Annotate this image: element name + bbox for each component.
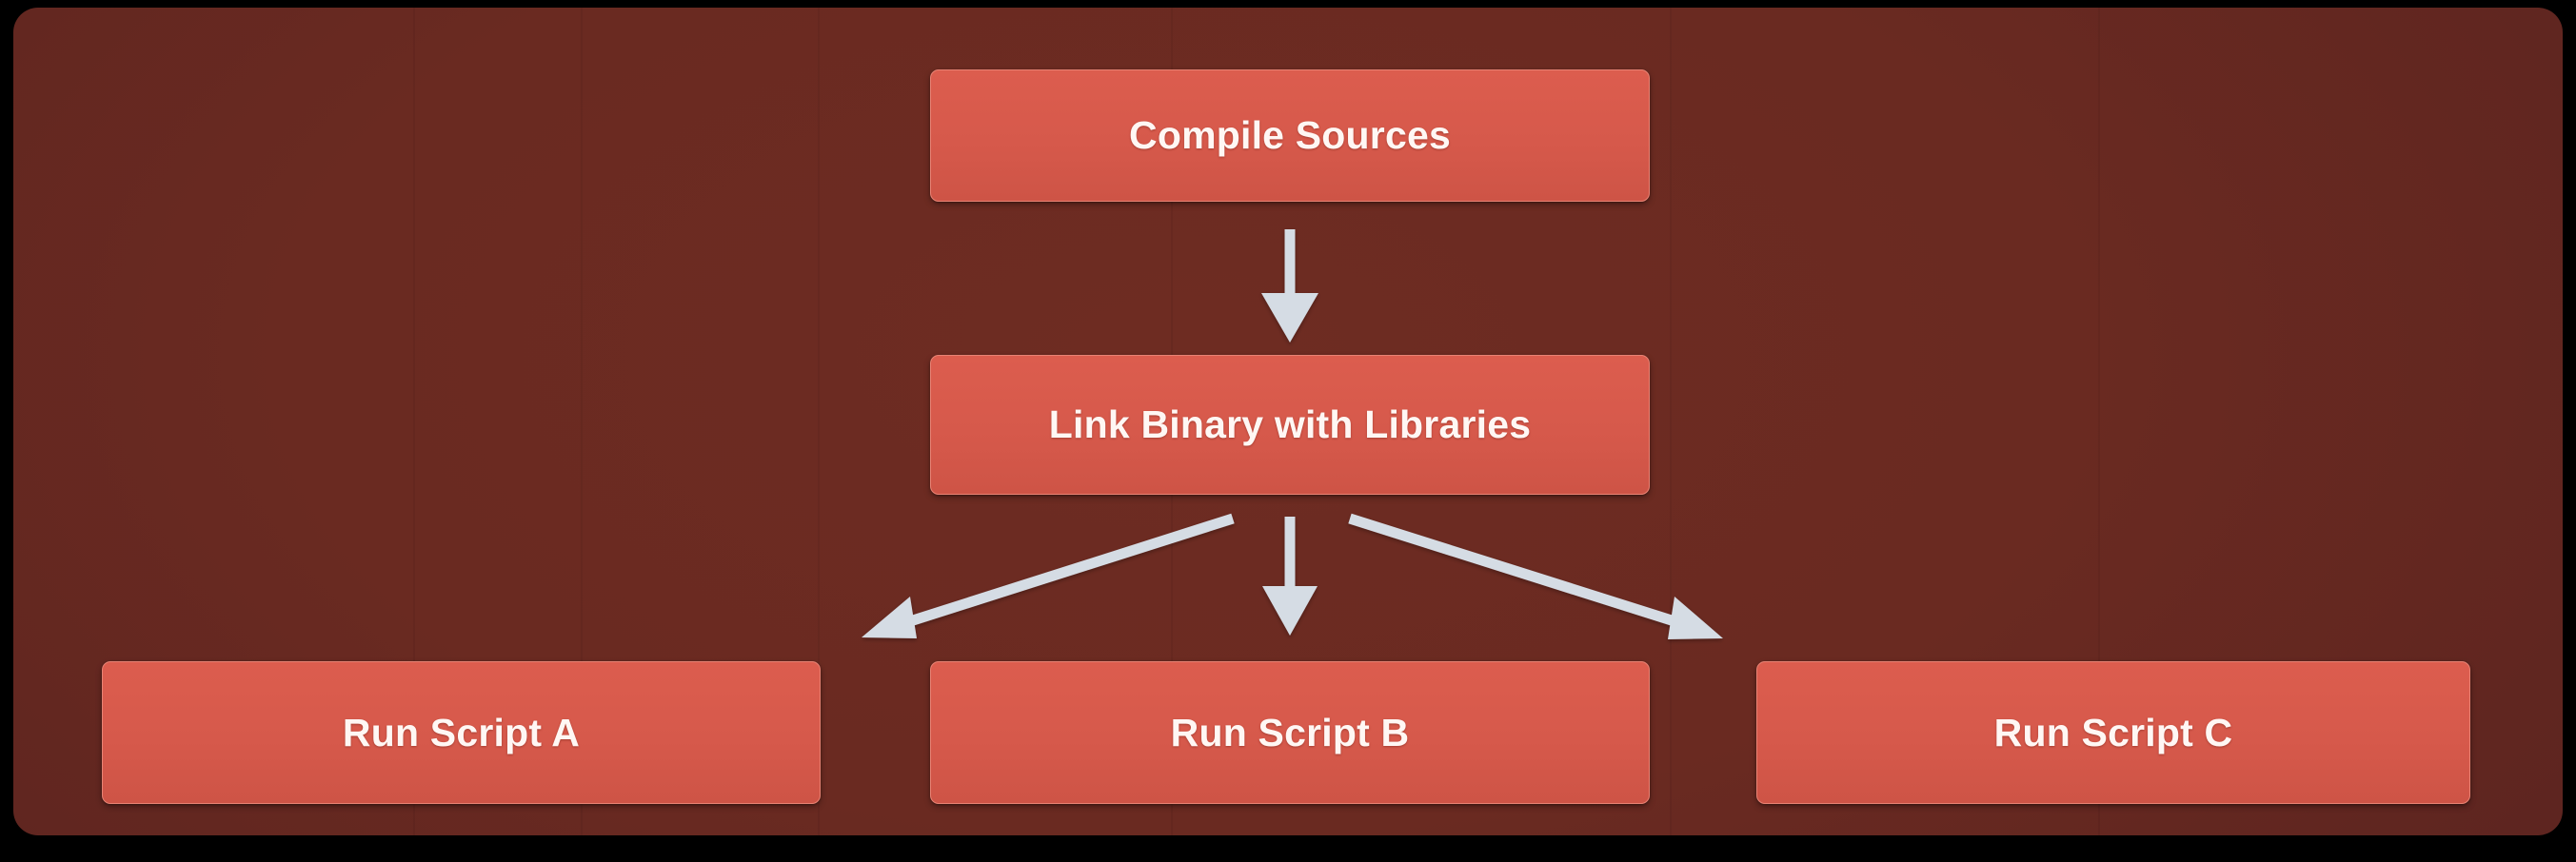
- edge-link-to-script-c: [1348, 513, 1723, 639]
- edge-link-to-script-b: [1262, 517, 1318, 636]
- node-run-script-c[interactable]: Run Script C: [1756, 661, 2470, 804]
- flowchart-canvas: Compile Sources Link Binary with Librari…: [13, 8, 2563, 835]
- node-label: Run Script B: [1170, 710, 1410, 754]
- node-label: Run Script C: [1993, 710, 2233, 754]
- node-link-binary[interactable]: Link Binary with Libraries: [930, 355, 1650, 495]
- arrowhead-down-icon: [1261, 293, 1318, 343]
- arrowhead-diagonal-right-icon: [1668, 597, 1723, 639]
- node-run-script-a[interactable]: Run Script A: [102, 661, 821, 804]
- arrowhead-diagonal-left-icon: [862, 597, 917, 638]
- edge-link-to-script-a: [862, 513, 1235, 638]
- edge-line: [908, 513, 1235, 627]
- edge-line: [1348, 513, 1676, 627]
- edge-layer: [862, 229, 1723, 639]
- arrowhead-down-icon: [1262, 586, 1318, 636]
- node-label: Run Script A: [342, 710, 581, 754]
- edge-compile-to-link: [1261, 229, 1318, 343]
- node-run-script-b[interactable]: Run Script B: [930, 661, 1650, 804]
- node-compile-sources[interactable]: Compile Sources: [930, 69, 1650, 202]
- node-label: Compile Sources: [1129, 113, 1451, 157]
- node-label: Link Binary with Libraries: [1048, 402, 1532, 446]
